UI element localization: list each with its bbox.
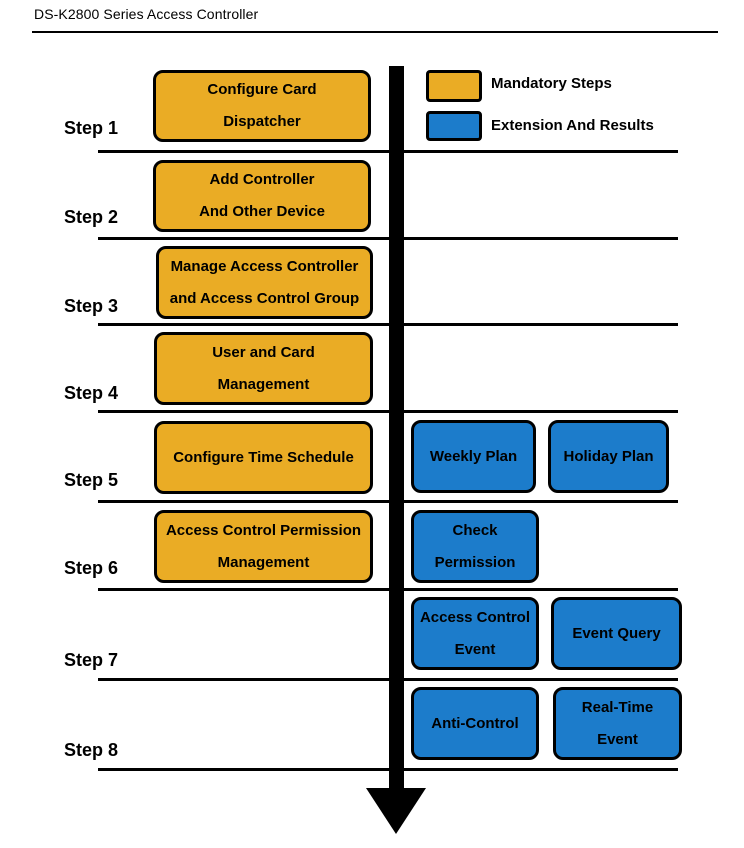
step-label-6: Step 6 [64,558,119,578]
timeline-arrow-shaft [389,66,404,792]
extension-box-holiday-plan: Holiday Plan [548,420,669,493]
mandatory-step-box-3: Manage Access Controller and Access Cont… [156,246,373,319]
legend-mandatory-swatch [426,70,482,102]
extension-box-event-query: Event Query [551,597,682,670]
mandatory-step-box-4: User and Card Management [154,332,373,405]
row-separator [98,323,678,326]
row-separator [98,410,678,413]
row-separator [98,588,678,591]
header-rule [32,31,718,33]
step-label-1: Step 1 [64,118,119,138]
legend-mandatory-label: Mandatory Steps [491,75,612,92]
step-label-3: Step 3 [64,296,119,316]
extension-box-anti-control: Anti-Control [411,687,539,760]
extension-box-weekly-plan: Weekly Plan [411,420,536,493]
mandatory-step-box-1: Configure Card Dispatcher [153,70,371,142]
page-header-title: DS-K2800 Series Access Controller [34,6,259,22]
extension-box-access-control-event: Access Control Event [411,597,539,670]
row-separator [98,768,678,771]
step-label-4: Step 4 [64,383,119,403]
mandatory-step-box-5: Configure Time Schedule [154,421,373,494]
extension-box-check-permission: Check Permission [411,510,539,583]
timeline-arrow-head [366,788,426,834]
mandatory-step-box-2: Add Controller And Other Device [153,160,371,232]
extension-box-real-time-event: Real-Time Event [553,687,682,760]
step-label-7: Step 7 [64,650,119,670]
step-label-2: Step 2 [64,207,119,227]
legend-extension-label: Extension And Results [491,117,654,134]
row-separator [98,237,678,240]
row-separator [98,678,678,681]
row-separator [98,500,678,503]
mandatory-step-box-6: Access Control Permission Management [154,510,373,583]
step-label-8: Step 8 [64,740,119,760]
legend-extension-swatch [426,111,482,141]
row-separator [98,150,678,153]
step-label-5: Step 5 [64,470,119,490]
